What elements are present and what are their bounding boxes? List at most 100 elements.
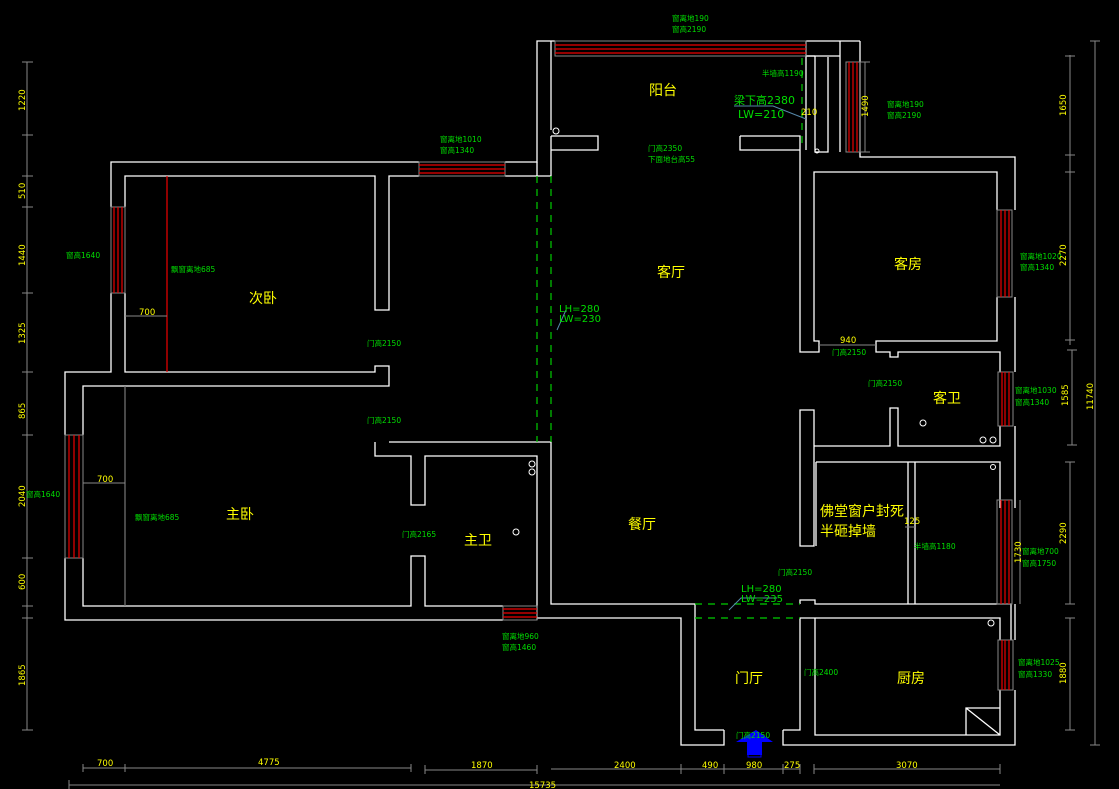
note: 门高2400 (804, 667, 838, 677)
note: 门高2165 (402, 529, 436, 539)
drain-icon (814, 148, 820, 154)
dim-label-left: 1865 (18, 664, 28, 686)
note: 窗高1750 (1022, 558, 1056, 568)
dim-label-right: 2270 (1059, 244, 1069, 266)
window-kitchen (997, 639, 1014, 691)
window-second-bedroom-left (110, 206, 126, 294)
openings (536, 58, 803, 619)
drain-icon (552, 127, 560, 135)
note: 窗离地190 (672, 13, 709, 23)
dim-label-left: 600 (18, 574, 28, 590)
drain-icon (979, 436, 987, 444)
room-label-buddha-line2: 半砸掉墙 (820, 524, 876, 540)
dim-label-left: 1440 (18, 244, 28, 266)
note: 门高2150 (367, 338, 401, 348)
drain-icon (512, 528, 520, 536)
note: 门高2150 (868, 378, 902, 388)
dim-label: 1730 (1014, 541, 1024, 563)
note: 窗高2190 (887, 110, 921, 120)
window-guest-bath (997, 371, 1014, 427)
note: 窗高1340 (440, 145, 474, 155)
room-label-living: 客厅 (657, 264, 685, 281)
dim-label-bottom: 490 (702, 761, 718, 771)
room-label-buddha-line1: 佛堂窗户封死 (820, 503, 904, 520)
room-label-second-bedroom: 次卧 (249, 291, 277, 307)
dim-label: 125 (904, 517, 920, 527)
dim-label: 700 (97, 475, 113, 485)
note-lw: LW=235 (741, 594, 783, 605)
note: 半墙高1190 (762, 68, 804, 78)
note: 门高2150 (736, 730, 770, 740)
note: 窗离地1025 (1018, 657, 1060, 667)
note: 门高2350 (648, 143, 682, 153)
dim-label-left: 510 (18, 183, 28, 199)
room-label-foyer: 门厅 (735, 671, 763, 687)
entry-arrow-icon (736, 730, 773, 758)
room-label-guest-room: 客房 (894, 256, 922, 273)
wall-buddha-room (799, 407, 1001, 604)
window-master-bedroom (64, 434, 84, 559)
dim-label-bottom: 3070 (896, 761, 918, 771)
window-second-bedroom-top (418, 161, 506, 177)
wall-foyer-kitchen (783, 599, 1012, 736)
windows (64, 40, 1014, 691)
note-beam-height: 梁下高2380 (734, 93, 795, 107)
walls (64, 40, 1016, 746)
dimension-lines (22, 40, 1100, 789)
drain-icon (528, 460, 536, 468)
drain-icon (528, 468, 536, 476)
note: 窗离地1030 (1015, 385, 1057, 395)
dim-label-right: 2290 (1059, 522, 1069, 544)
dim-label: 700 (139, 308, 155, 318)
room-label-master-bath: 主卫 (464, 533, 492, 549)
note: 窗离地1010 (440, 134, 482, 144)
dim-label-left: 1220 (18, 89, 28, 111)
note: 半墙高1180 (914, 541, 956, 551)
room-label-guest-bath: 客卫 (933, 390, 961, 407)
note: 窗离地190 (887, 99, 924, 109)
note: 下面地台高55 (648, 154, 695, 164)
room-label-kitchen: 厨房 (897, 671, 925, 687)
note: 窗高1640 (26, 489, 60, 499)
dim-label-left: 1325 (18, 322, 28, 344)
note: 飘窗离地685 (135, 512, 180, 522)
room-label-balcony: 阳台 (649, 83, 677, 99)
note: 窗高1460 (502, 642, 536, 652)
wall-guest-room (739, 55, 1001, 372)
window-guest-room (996, 209, 1013, 298)
dim-label-bottom: 2400 (614, 761, 636, 771)
note: 门高2150 (778, 567, 812, 577)
drain-icon (919, 419, 927, 427)
window-master-bath (502, 605, 538, 621)
note-beam-lw: LW=210 (738, 108, 784, 121)
room-labels: 阳台 客厅 客房 次卧 主卧 主卫 餐厅 客卫 佛堂窗户封死 半砸掉墙 门厅 厨… (226, 83, 961, 687)
dim-label: 940 (840, 336, 856, 346)
window-balcony-right (845, 61, 861, 153)
room-label-master-bedroom: 主卧 (226, 507, 254, 523)
dim-label-right: 1880 (1059, 662, 1069, 684)
note: 窗离地960 (502, 631, 539, 641)
dim-label-bottom: 1870 (471, 761, 493, 771)
note: 窗高2190 (672, 24, 706, 34)
dim-label-bottom: 275 (784, 761, 800, 771)
wall-outline-north-west (64, 40, 1016, 746)
dim-label-bottom: 980 (746, 761, 762, 771)
dim-label-bottom: 700 (97, 759, 113, 769)
note: 窗高1640 (66, 250, 100, 260)
fixtures (512, 127, 997, 627)
dim-label-left: 865 (18, 403, 28, 419)
note: 窗离地1020 (1020, 251, 1062, 261)
dim-label: 210 (801, 108, 817, 118)
drain-icon (987, 619, 995, 627)
note: 窗高1340 (1020, 262, 1054, 272)
dim-label-right: 1650 (1059, 94, 1069, 116)
drain-icon (990, 464, 996, 470)
window-buddha-room (996, 499, 1013, 605)
dimension-labels: 700 700 940 210 1490 125 1730 1220 510 1… (18, 89, 1096, 789)
wall-master-bedroom (82, 441, 724, 731)
room-label-dining: 餐厅 (628, 517, 656, 533)
note: 窗离地700 (1022, 546, 1059, 556)
dim-label-bottom-total: 15735 (529, 781, 556, 789)
dim-label-right-total: 11740 (1086, 383, 1096, 410)
